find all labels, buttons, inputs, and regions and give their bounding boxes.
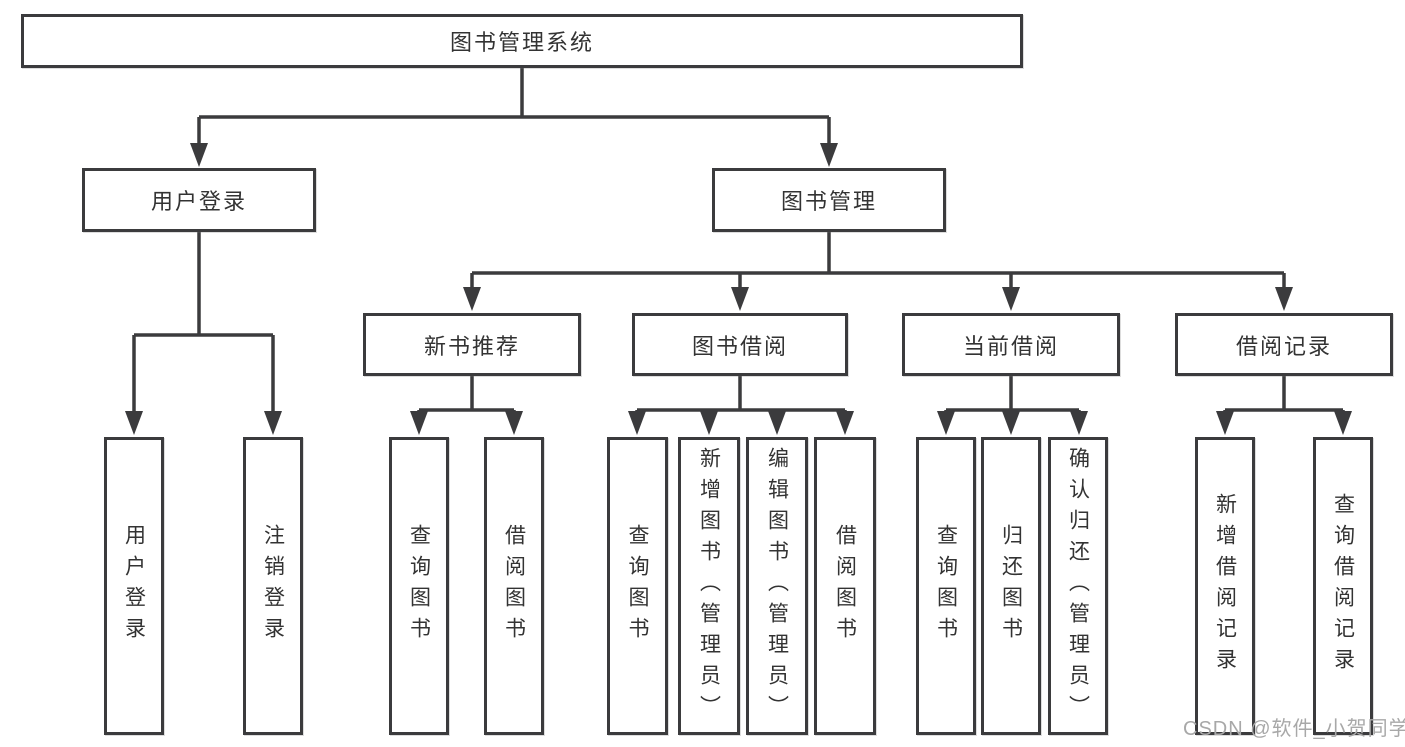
node-book-management-branch: 图书管理 xyxy=(712,168,946,232)
node-borrowing-records: 借阅记录 xyxy=(1175,313,1393,376)
leaf-current-confirm-return-admin: 确认归还（管理员） xyxy=(1048,437,1108,735)
leaf-recommend-query-books: 查询图书 xyxy=(389,437,449,735)
leaf-recommend-borrow-books: 借阅图书 xyxy=(484,437,544,735)
leaf-borrowing-query-books: 查询图书 xyxy=(607,437,668,735)
leaf-current-return-books: 归还图书 xyxy=(981,437,1041,735)
csdn-watermark: CSDN @软件_小贺同学 xyxy=(1183,718,1405,740)
leaf-user-login: 用户登录 xyxy=(104,437,164,735)
leaf-records-add-record: 新增借阅记录 xyxy=(1195,437,1255,735)
node-library-system: 图书管理系统 xyxy=(21,14,1023,68)
leaf-logout: 注销登录 xyxy=(243,437,303,735)
leaf-borrowing-edit-books-admin: 编辑图书（管理员） xyxy=(746,437,808,735)
leaf-current-query-books: 查询图书 xyxy=(916,437,976,735)
node-new-book-recommendation: 新书推荐 xyxy=(363,313,581,376)
leaf-records-query-record: 查询借阅记录 xyxy=(1313,437,1373,735)
node-book-borrowing: 图书借阅 xyxy=(632,313,848,376)
leaf-borrowing-add-books-admin: 新增图书（管理员） xyxy=(678,437,740,735)
node-user-login-branch: 用户登录 xyxy=(82,168,316,232)
leaf-borrowing-borrow-books: 借阅图书 xyxy=(814,437,876,735)
node-current-borrowing: 当前借阅 xyxy=(902,313,1120,376)
